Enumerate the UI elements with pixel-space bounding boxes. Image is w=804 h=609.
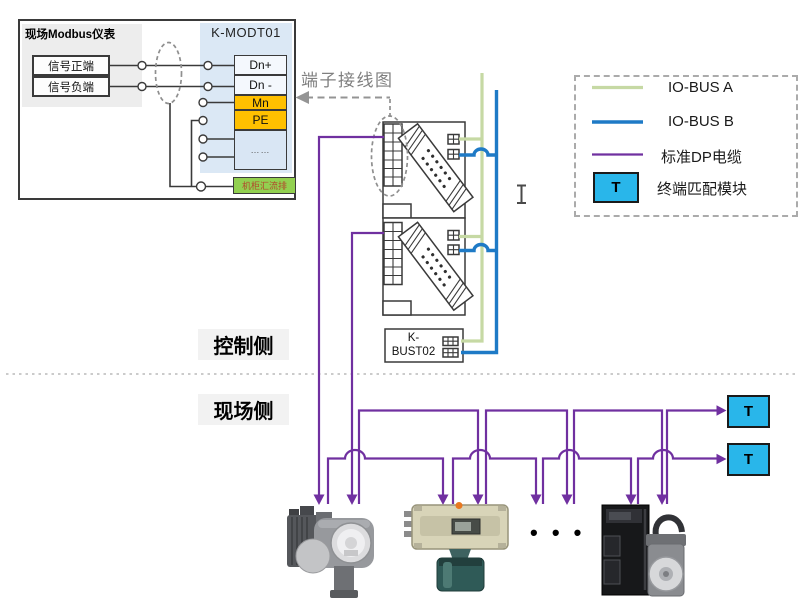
legend-label-io-bus-b: IO-BUS B	[668, 113, 734, 130]
terminator-module-2: T	[727, 443, 770, 476]
legend-label-dp-cable: 标准DP电缆	[661, 149, 742, 166]
io-bus-b-lines	[459, 90, 499, 355]
terminal-cell-pe: PE	[234, 110, 287, 130]
device-transmitter	[404, 502, 509, 592]
text-cursor	[517, 184, 526, 204]
k-bust02-line1: K-	[407, 331, 420, 344]
field-side-label: 现场侧	[198, 394, 289, 425]
callout-arrowhead	[295, 91, 309, 104]
signal-positive-terminal: 信号正端	[32, 55, 110, 76]
dp-arrowheads	[313, 405, 727, 505]
terminal-cell-dn-minus: Dn -	[234, 75, 287, 95]
io-module-1	[370, 115, 475, 219]
callout-arrow	[295, 91, 391, 117]
legend-terminator-sample: T	[593, 172, 639, 203]
terminal-strip-highlight-ellipse	[370, 115, 409, 197]
bus-port-icons	[447, 229, 460, 256]
io-bus-a-lines	[459, 73, 484, 343]
terminal-cell-more: ……	[234, 130, 287, 170]
tilted-connector	[397, 221, 475, 312]
k-bust02-line2: BUST02	[391, 345, 436, 358]
cabinet-busbar-box: 机柜汇流排	[233, 177, 296, 194]
terminal-strip	[383, 221, 403, 286]
k-bust02-label: K- BUST02	[385, 330, 442, 361]
legend-label-io-bus-a: IO-BUS A	[668, 79, 734, 96]
control-side-label: 控制侧	[198, 329, 289, 360]
more-devices-ellipsis: • • •	[530, 520, 586, 545]
legend-label-terminator: 终端匹配模块	[657, 181, 748, 198]
device-positioner	[287, 506, 374, 598]
device-servo	[601, 504, 686, 597]
bus-port-icons	[447, 133, 460, 160]
terminal-strip	[383, 123, 403, 187]
terminal-cell-dn-plus: Dn+	[234, 55, 287, 75]
kmodt01-title: K-MODT01	[211, 25, 281, 40]
signal-negative-terminal: 信号负端	[32, 76, 110, 97]
terminator-module-1: T	[727, 395, 770, 428]
instrument-box-title: 现场Modbus仪表	[25, 29, 116, 41]
terminal-cell-mn: Mn	[234, 95, 287, 110]
terminal-wiring-callout-label: 端子接线图	[301, 71, 394, 90]
io-module-2	[382, 217, 475, 316]
tilted-connector	[397, 122, 475, 213]
